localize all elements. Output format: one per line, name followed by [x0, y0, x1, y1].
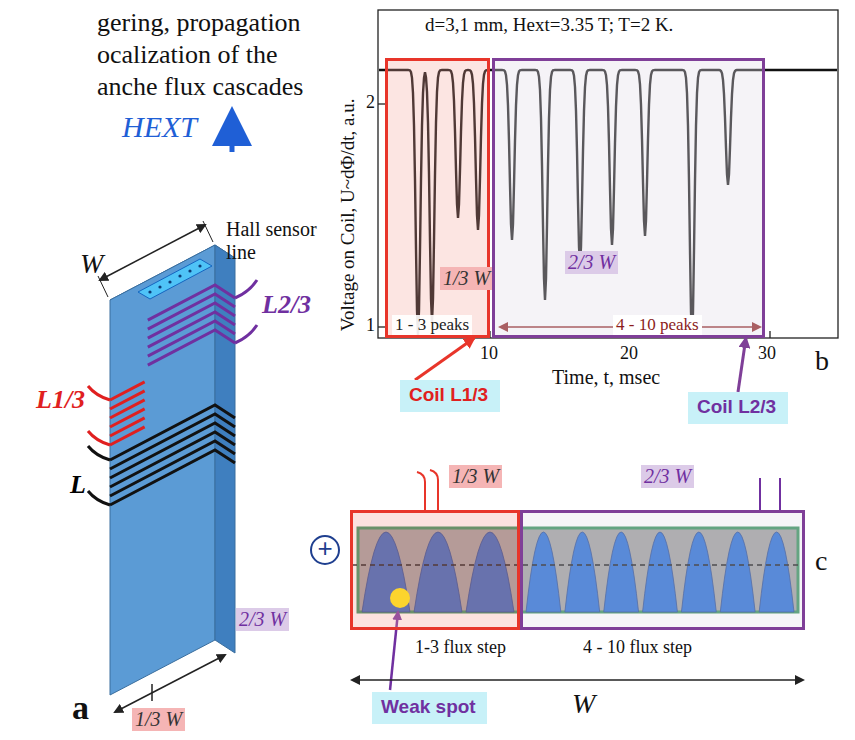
tick-label: 10	[480, 343, 498, 364]
heading-text: anche flux cascades	[97, 72, 303, 102]
chart-frame	[378, 10, 838, 338]
node-text: 4 - 10 peaks	[613, 315, 702, 335]
connector-arrow	[738, 338, 746, 392]
dimension-label: W	[80, 248, 103, 280]
node-text: +	[317, 534, 332, 564]
callout-box: Weak spot	[372, 692, 487, 724]
coil-lead	[779, 478, 781, 510]
coil-lead	[88, 446, 110, 460]
coil-lead	[235, 280, 257, 298]
dimension-line	[115, 655, 225, 712]
node-text: 2/3 W	[641, 465, 694, 488]
coil-lead	[759, 478, 761, 510]
coil-turn	[110, 427, 145, 445]
coil-turn	[148, 330, 235, 365]
extension-line	[98, 276, 108, 297]
connector-arrow	[415, 338, 474, 380]
coil-turn	[110, 382, 145, 400]
tick-label: 1	[366, 315, 375, 336]
coil-label: L	[70, 470, 86, 500]
node-text: Weak spot	[381, 696, 478, 718]
coil-label: L2/3	[262, 290, 311, 320]
sensor-label: Hall sensor line	[226, 218, 338, 264]
coil-lead	[88, 386, 110, 400]
coil-lead	[235, 325, 257, 343]
coil-lead	[88, 431, 110, 445]
coil-box: Coil L2/3	[688, 392, 788, 424]
field-label: HEXT	[122, 110, 197, 145]
coil-turn	[148, 321, 235, 356]
field-arrow	[230, 116, 235, 152]
coil-windings	[88, 280, 257, 505]
panel-letter: c	[815, 545, 827, 577]
coil-box: Coil L1/3	[400, 380, 500, 412]
heading-text: ocalization of the	[97, 40, 277, 70]
dimension-label: W	[572, 688, 595, 720]
dimension-tick	[151, 684, 153, 701]
node-text: 1-3 flux step	[415, 637, 506, 658]
coil-lead	[430, 470, 438, 510]
coil-turn	[110, 400, 145, 418]
coil-turn	[110, 418, 145, 436]
dimension-label: 1/3 W	[132, 708, 185, 731]
chart-header: d=3,1 mm, Hext=3.35 T; T=2 K.	[425, 14, 673, 36]
coil-turn	[110, 391, 145, 409]
extension-line	[203, 221, 213, 242]
dimension-label: 2/3 W	[236, 608, 289, 631]
panel-letter: b	[815, 345, 829, 377]
node-text: 1/3 W	[440, 267, 493, 290]
sensor-dots	[148, 264, 201, 293]
tick-label: 2	[366, 92, 375, 113]
node-text: 1/3 W	[449, 465, 502, 488]
node-text: Coil L2/3	[697, 396, 779, 418]
coil-lead	[88, 491, 110, 505]
sample-region: 2/3 W4 - 10 flux step	[520, 510, 805, 630]
node-text: 4 - 10 flux step	[583, 637, 692, 658]
node-text: Coil L1/3	[409, 384, 491, 406]
signal-window: 1/3 W 1 - 3 peaks	[385, 58, 490, 338]
sample-region: 1/3 W1-3 flux step	[350, 510, 520, 630]
coil-lead	[417, 472, 425, 510]
dimension-line	[100, 225, 205, 280]
panel-letter: a	[72, 688, 89, 727]
coil-turn	[110, 409, 145, 427]
coil-turn	[110, 450, 235, 505]
polarity-circle: +	[310, 535, 340, 565]
node-text: 2/3 W	[565, 251, 618, 274]
dimension-line	[352, 679, 803, 681]
coil-label: L1/3	[36, 385, 85, 415]
tick-label: 20	[620, 343, 638, 364]
node-text: 1 - 3 peaks	[392, 315, 472, 335]
axis-title: Time, t, msec	[552, 366, 660, 389]
axis-title: Voltage on Coil, U~dΦ/dt, a.u.	[337, 99, 359, 332]
tick-label: 30	[758, 343, 776, 364]
heading-text: gering, propagation	[97, 8, 301, 38]
signal-window: 2/3 W 4 - 10 peaks	[492, 58, 765, 338]
